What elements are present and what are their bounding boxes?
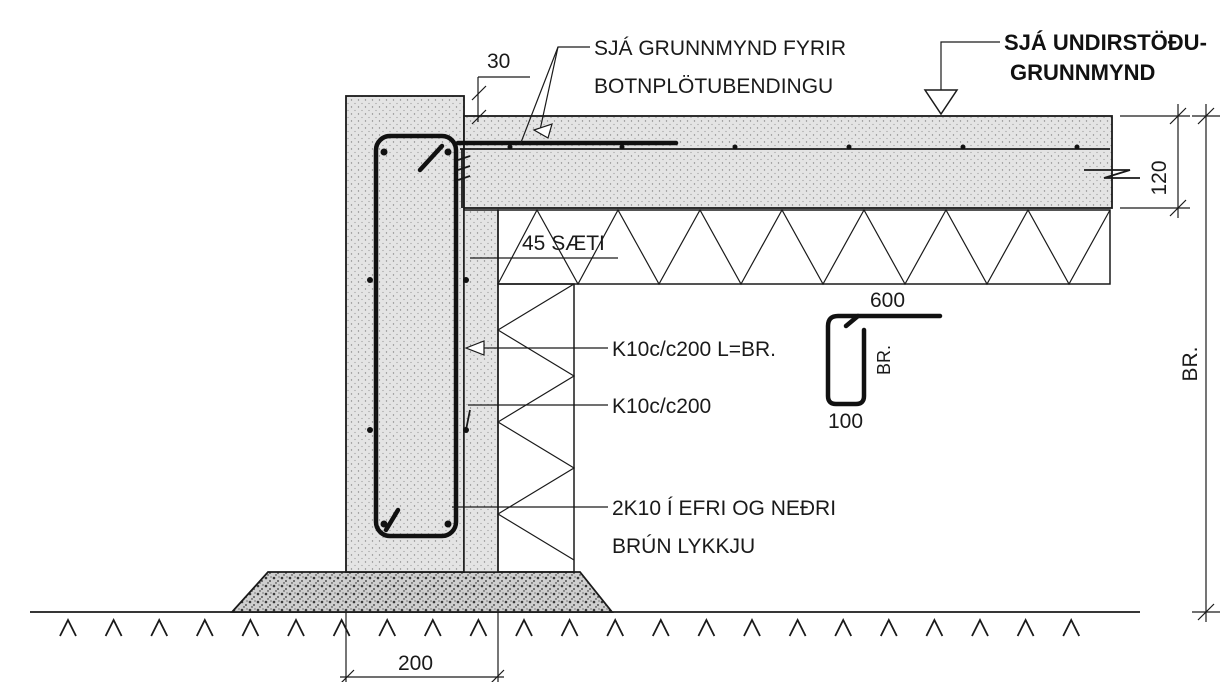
- ground-hatch-mark: [925, 617, 944, 637]
- foundation-wall: [345, 95, 465, 573]
- note-slab-rebar-line1: SJÁ GRUNNMYND FYRIR: [594, 37, 846, 60]
- edge-insulation: [497, 283, 575, 573]
- ground-hatch-mark: [378, 617, 397, 637]
- ground-hatch-mark: [332, 617, 351, 637]
- note-45-label: 45 SÆTI: [522, 232, 605, 255]
- ground-hatch-mark: [423, 617, 442, 637]
- dim-30-label: 30: [487, 50, 510, 73]
- dim-120-label: 120: [1148, 160, 1171, 195]
- dim-200-label: 200: [398, 652, 433, 675]
- break-symbol: [1084, 169, 1140, 179]
- bar-600-label: 600: [870, 289, 905, 312]
- ground-hatch-mark: [788, 617, 807, 637]
- ground-hatch-mark: [515, 617, 533, 637]
- rebar-3-label-line1: 2K10 Í EFRI OG NEÐRI: [612, 497, 836, 520]
- rebar-dots: [367, 144, 1080, 528]
- note-foundation-line2: GRUNNMYND: [1010, 60, 1155, 85]
- stirrup-bottom-hook: [383, 507, 401, 533]
- ground-hatch-mark: [971, 617, 989, 637]
- slab-insulation-zigzag: [497, 208, 1111, 286]
- note-foundation-line1: SJÁ UNDIRSTÖÐU-: [1004, 30, 1207, 55]
- note-slab-rebar-line2: BOTNPLÖTUBENDINGU: [594, 75, 833, 98]
- ground-hatch-mark: [59, 617, 77, 637]
- ground-hatch-mark: [104, 617, 123, 637]
- ground-hatch-mark: [743, 617, 761, 637]
- ground-hatch-mark: [469, 617, 488, 637]
- slab-insulation: [497, 209, 1111, 285]
- edge-insulation-zigzag: [496, 283, 576, 561]
- bar-100-label: 100: [828, 410, 863, 433]
- ground-hatch-mark: [834, 617, 853, 637]
- dim-br-label: BR.: [1179, 346, 1202, 381]
- wall-stirrup: [373, 133, 459, 539]
- ground-hatching: [59, 617, 1081, 637]
- ground-hatch-mark: [1062, 617, 1081, 637]
- ground-hatch-mark: [241, 617, 260, 637]
- ground-hatch-mark: [606, 617, 625, 637]
- ground-hatch-mark: [150, 617, 169, 637]
- ground-hatch-mark: [195, 617, 214, 637]
- ground-hatch-mark: [560, 617, 579, 637]
- ground-hatch-mark: [879, 617, 898, 637]
- floor-slab: [463, 115, 1113, 209]
- ground-hatch-mark: [287, 617, 305, 637]
- gravel-footing: [229, 571, 614, 613]
- rebar-3-label-line2: BRÚN LYKKJU: [612, 535, 755, 558]
- ground-hatch-mark: [651, 617, 670, 637]
- level-marker-icon: [923, 89, 959, 116]
- bar-br-label: BR.: [874, 345, 894, 375]
- ground-hatch-mark: [1016, 617, 1035, 637]
- bar-shape-detail: [825, 313, 943, 407]
- stirrup-hook: [417, 143, 445, 173]
- leader-foundation-note: [940, 41, 1000, 90]
- ground-hatch-mark: [697, 617, 716, 637]
- wall-extension: [463, 209, 499, 573]
- rebar-1-label: K10c/c200 L=BR.: [612, 338, 776, 361]
- rebar-2-label: K10c/c200: [612, 395, 711, 418]
